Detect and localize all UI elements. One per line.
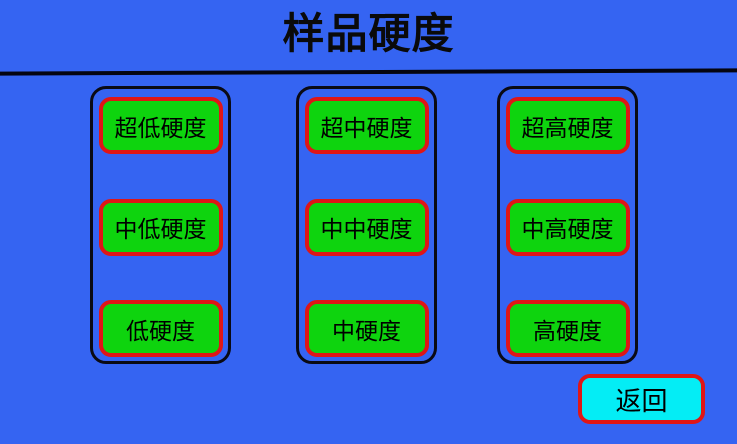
panel-low-hardness: 超低硬度 中低硬度 低硬度 — [90, 86, 231, 364]
panel-high-hardness: 超高硬度 中高硬度 高硬度 — [497, 86, 638, 364]
button-ultra-medium-hardness[interactable]: 超中硬度 — [304, 97, 429, 154]
button-ultra-low-hardness[interactable]: 超低硬度 — [98, 97, 223, 154]
panel-medium-hardness: 超中硬度 中中硬度 中硬度 — [296, 86, 437, 364]
button-medium-hardness[interactable]: 中硬度 — [304, 300, 429, 357]
page-title: 样品硬度 — [282, 12, 455, 58]
button-medium-low-hardness[interactable]: 中低硬度 — [98, 198, 223, 256]
button-low-hardness[interactable]: 低硬度 — [98, 300, 223, 357]
button-medium-high-hardness[interactable]: 中高硬度 — [505, 198, 630, 256]
title-divider-line — [0, 68, 737, 76]
button-ultra-high-hardness[interactable]: 超高硬度 — [505, 97, 630, 154]
button-high-hardness[interactable]: 高硬度 — [505, 300, 630, 357]
button-medium-medium-hardness[interactable]: 中中硬度 — [304, 198, 429, 256]
back-button[interactable]: 返回 — [578, 374, 705, 424]
